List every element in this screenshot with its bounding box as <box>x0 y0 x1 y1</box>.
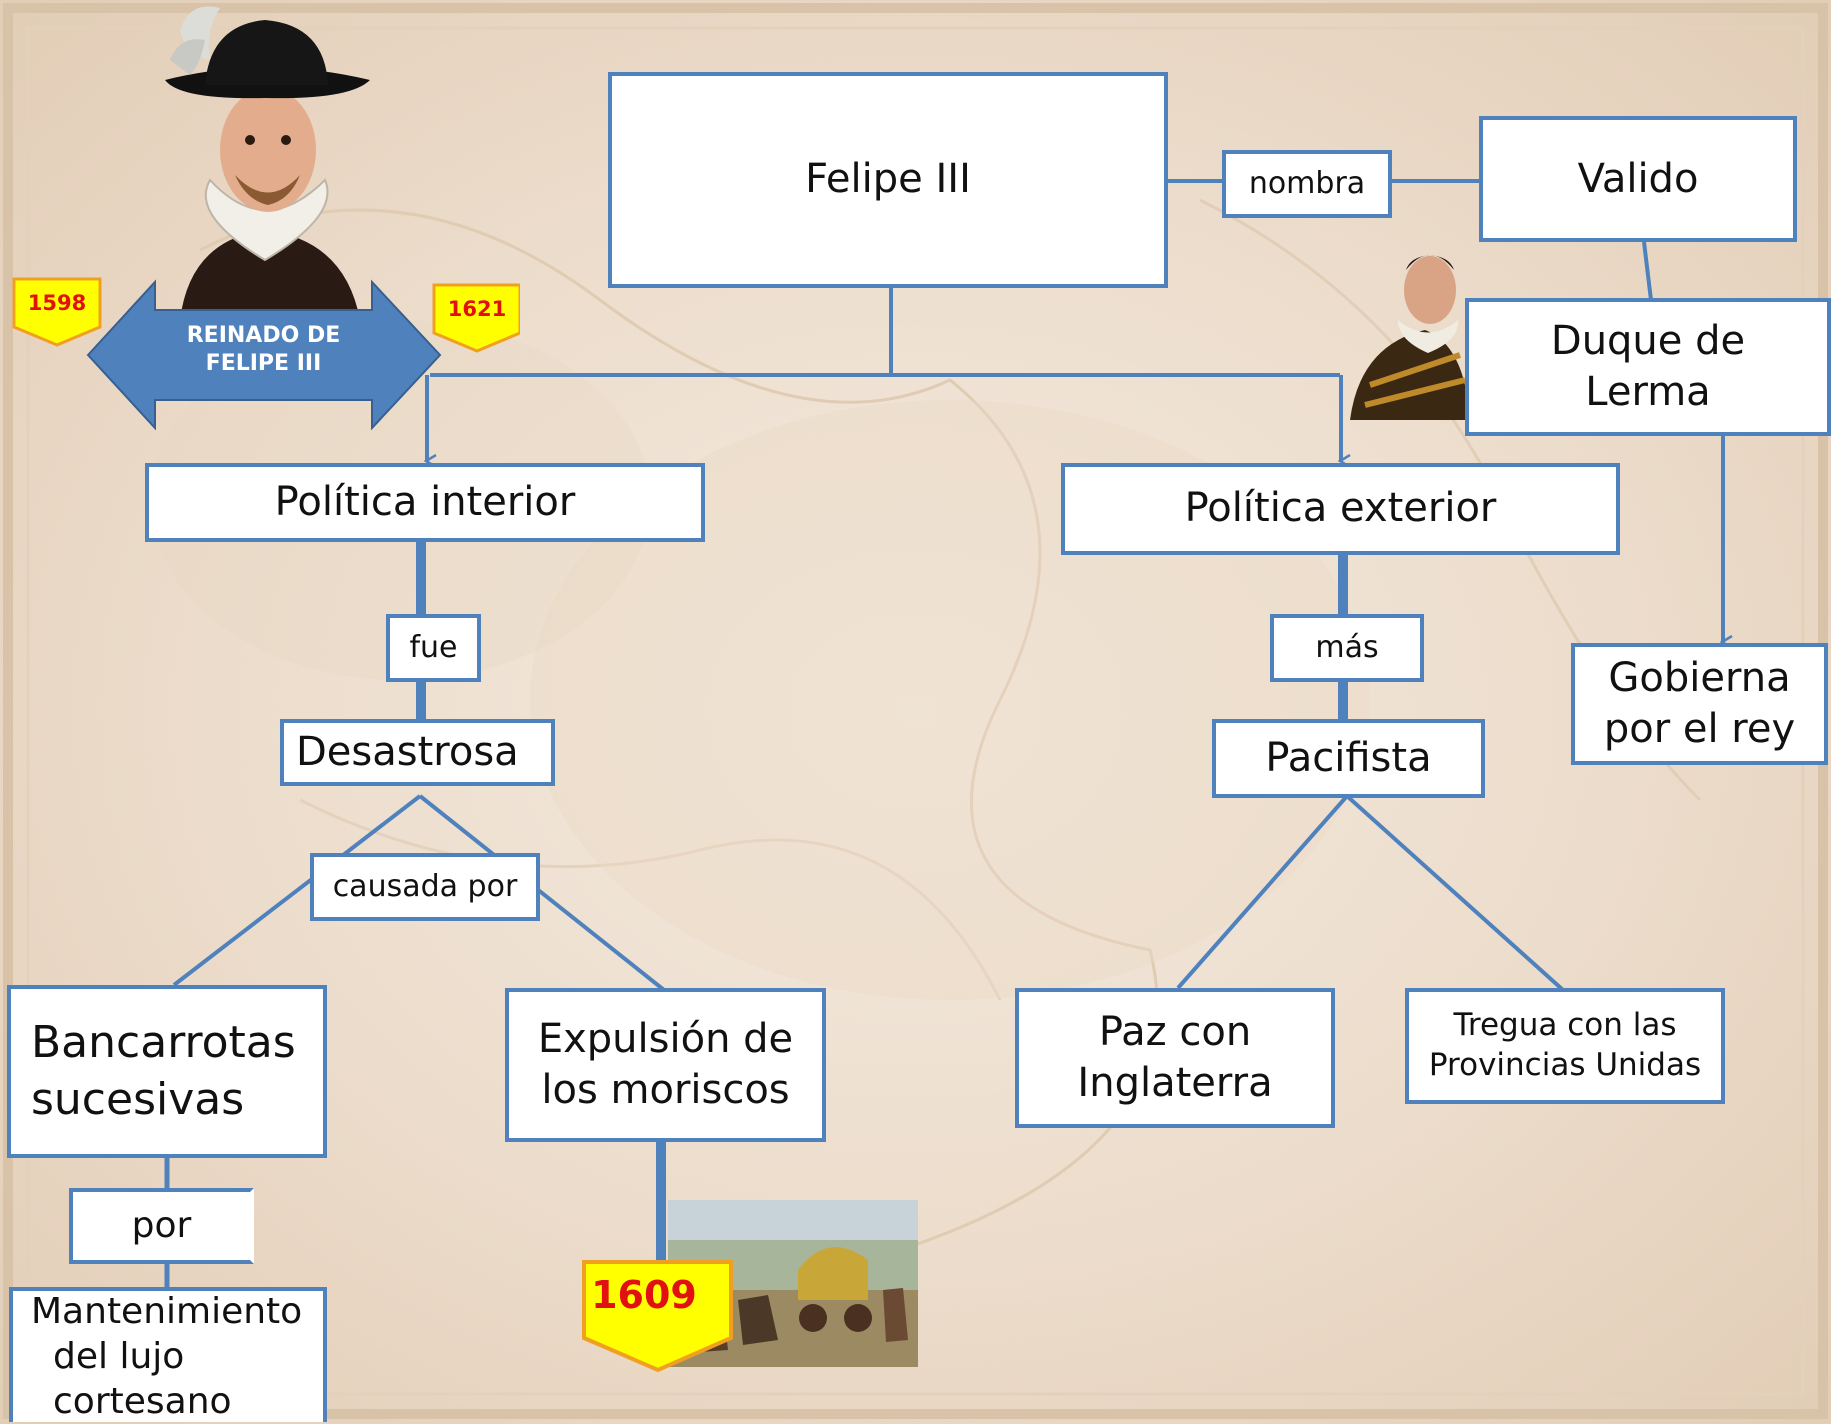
node-duque-line2: Lerma <box>1585 369 1711 415</box>
duque-portrait <box>1350 255 1470 420</box>
node-mant-line3: cortesano <box>53 1381 232 1422</box>
node-paz-line2: Inglaterra <box>1077 1060 1273 1106</box>
node-felipe-iii: Felipe III <box>608 72 1168 288</box>
node-expulsion-line1: Expulsión de <box>537 1015 794 1062</box>
badge-end <box>432 283 520 353</box>
node-expulsion-line2: los moriscos <box>541 1067 790 1113</box>
node-mantenimiento-lujo: Mantenimiento del lujo cortesano <box>9 1287 327 1422</box>
node-pacifista-text: Pacifista <box>1265 734 1432 781</box>
node-bancarrotas-line1: Bancarrotas <box>31 1017 296 1069</box>
node-tregua-line2: Provincias Unidas <box>1428 1047 1702 1083</box>
node-paz-inglaterra: Paz con Inglaterra <box>1015 988 1335 1128</box>
link-mas-text: más <box>1315 629 1379 665</box>
node-desastrosa: Desastrosa <box>280 719 555 786</box>
link-fue: fue <box>386 614 481 682</box>
timeline-title: REINADO DE FELIPE III <box>155 322 372 378</box>
node-expulsion-moriscos: Expulsión de los moriscos <box>505 988 826 1142</box>
timeline-end-year: 1621 <box>447 297 507 321</box>
link-causada-por: causada por <box>310 853 540 921</box>
link-causada-por-text: causada por <box>332 868 518 904</box>
node-politica-interior-text: Política interior <box>274 478 576 525</box>
link-por: por <box>69 1188 254 1264</box>
node-paz-line1: Paz con <box>1098 1008 1252 1055</box>
node-politica-interior: Política interior <box>145 463 705 542</box>
node-bancarrotas-line2: sucesivas <box>31 1073 245 1125</box>
badge-1609 <box>582 1260 733 1373</box>
node-gobierna-por-el-rey: Gobierna por el rey <box>1571 643 1828 765</box>
year-1609: 1609 <box>591 1273 697 1317</box>
node-desastrosa-text: Desastrosa <box>296 728 519 775</box>
node-duque-line1: Duque de <box>1550 317 1746 364</box>
link-mas: más <box>1270 614 1424 682</box>
badge-start <box>12 277 102 347</box>
node-mant-line2: del lujo <box>53 1336 185 1377</box>
timeline-title-line1: REINADO DE <box>186 323 341 348</box>
node-politica-exterior-text: Política exterior <box>1184 485 1497 532</box>
node-tregua-provincias-unidas: Tregua con las Provincias Unidas <box>1405 988 1725 1104</box>
link-por-text: por <box>131 1204 192 1246</box>
node-bancarrotas: Bancarrotas sucesivas <box>7 985 327 1158</box>
node-valido: Valido <box>1479 116 1797 242</box>
link-nombra-text: nombra <box>1248 165 1366 201</box>
node-valido-text: Valido <box>1577 156 1699 202</box>
node-pacifista: Pacifista <box>1212 719 1485 798</box>
link-fue-text: fue <box>409 629 458 665</box>
node-gobierna-line1: Gobierna <box>1608 654 1791 701</box>
node-tregua-line1: Tregua con las <box>1453 1007 1677 1044</box>
node-mant-line1: Mantenimiento <box>31 1291 303 1332</box>
node-gobierna-line2: por el rey <box>1603 706 1796 752</box>
node-felipe-iii-text: Felipe III <box>805 156 971 203</box>
timeline-graphic <box>12 277 520 430</box>
node-politica-exterior: Política exterior <box>1061 463 1620 555</box>
felipe-portrait <box>165 6 370 320</box>
timeline-title-line2: FELIPE III <box>205 351 322 376</box>
link-nombra: nombra <box>1222 150 1392 218</box>
timeline-start-year: 1598 <box>27 291 87 315</box>
node-duque-lerma: Duque de Lerma <box>1465 298 1831 436</box>
